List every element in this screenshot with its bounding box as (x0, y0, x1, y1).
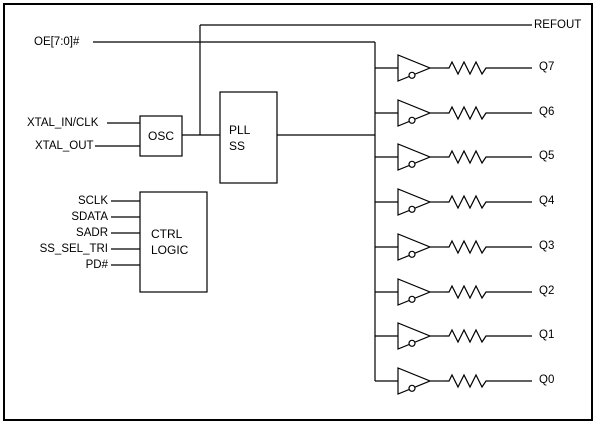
pll-box-label: PLL SS (220, 92, 277, 183)
wires (93, 24, 533, 395)
output-channel-q1 (374, 322, 533, 350)
ctrl-text-line2: LOGIC (151, 243, 189, 257)
osc-box-label: OSC (140, 116, 182, 156)
osc-box (139, 115, 183, 157)
ctrl-logic-box (139, 191, 208, 293)
ctrl-input-label-sadr: SADR (76, 227, 108, 239)
output-channel-q5 (374, 143, 533, 171)
output-channel-q3 (374, 233, 533, 261)
output-label-q4: Q4 (539, 195, 555, 207)
output-channel-q7 (374, 54, 533, 82)
xtal-in-label: XTAL_IN/CLK (27, 117, 99, 129)
pll-box (219, 91, 278, 184)
oe-label: OE[7:0]# (34, 36, 80, 48)
ctrl-text-line1: CTRL (151, 227, 183, 241)
xtal-out-label: XTAL_OUT (35, 140, 94, 152)
output-label-q2: Q2 (539, 285, 555, 297)
ctrl-input-label-sdata: SDATA (71, 211, 108, 223)
ctrl-input-label-sclk: SCLK (77, 195, 108, 207)
output-label-q5: Q5 (539, 150, 555, 162)
output-label-q1: Q1 (539, 329, 555, 341)
output-channel-q2 (374, 278, 533, 306)
output-label-q0: Q0 (539, 374, 555, 386)
output-label-q7: Q7 (539, 61, 555, 73)
output-label-q6: Q6 (539, 106, 555, 118)
output-label-q3: Q3 (539, 240, 555, 252)
output-channel-q4 (374, 188, 533, 216)
ctrl-input-label-pd: PD# (85, 259, 108, 271)
ctrl-input-label-ss-sel-tri: SS_SEL_TRI (39, 243, 108, 255)
refout-label: REFOUT (534, 19, 582, 31)
pll-text-line1: PLL (229, 122, 251, 137)
ctrl-logic-box-label: CTRL LOGIC (140, 192, 207, 292)
pll-text-line2: SS (229, 138, 246, 153)
output-channel-q0 (374, 367, 533, 395)
output-channel-q6 (374, 99, 533, 127)
osc-text: OSC (147, 129, 174, 143)
diagram-border (3, 3, 593, 421)
